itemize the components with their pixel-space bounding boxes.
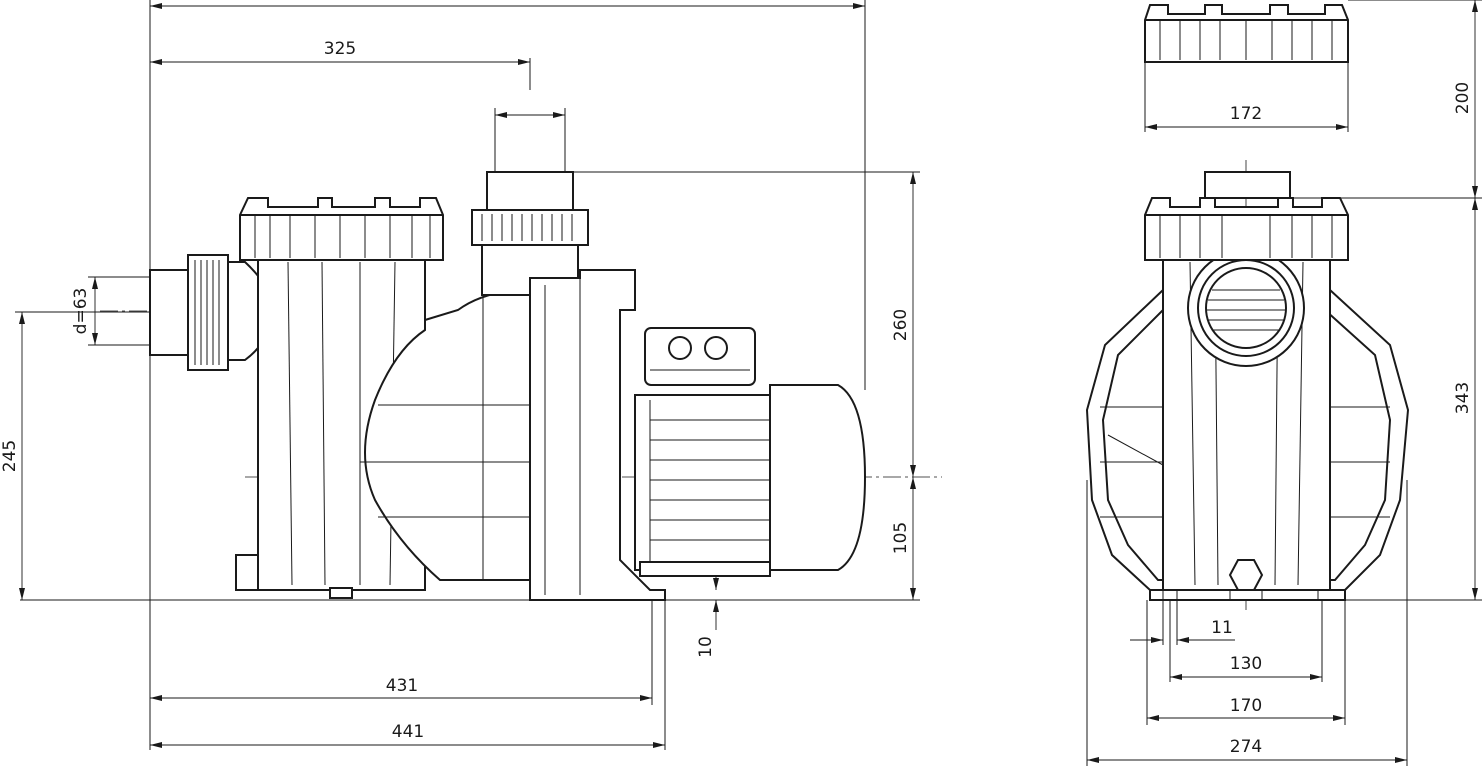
drain-plug [1228, 559, 1264, 591]
dim-105-label: 105 [891, 522, 911, 554]
pump-volute [360, 288, 531, 581]
dim-274-label: 274 [1230, 737, 1262, 757]
dim-172-label: 172 [1230, 104, 1262, 124]
fan-cover [769, 384, 867, 571]
dimension-lines [19, 2, 916, 748]
outlet-connector [471, 171, 589, 296]
base-front [1149, 589, 1346, 601]
dim-200-label: 200 [1453, 82, 1473, 114]
motor [634, 384, 867, 577]
dim-245-label: 245 [0, 440, 20, 472]
extension-lines [15, 0, 920, 750]
dim-343-label: 343 [1453, 382, 1473, 414]
dim-260-label: 260 [891, 309, 911, 341]
side-view: 325 d=63 245 260 105 10 431 441 [0, 0, 942, 750]
dim-325-label: 325 [324, 39, 356, 59]
extension-lines [1086, 0, 1482, 766]
inlet-front [1187, 249, 1305, 367]
dim-10-label: 10 [696, 636, 716, 658]
dim-170-label: 170 [1230, 696, 1262, 716]
dim-130-label: 130 [1230, 654, 1262, 674]
inlet-connector [149, 254, 272, 371]
lid-top-view [1144, 4, 1349, 63]
dim-d63-label: d=63 [71, 288, 91, 335]
dim-441-label: 441 [392, 722, 424, 742]
lid-front [1144, 171, 1349, 261]
front-view: 172 200 343 11 130 170 274 [1085, 0, 1482, 766]
terminal-box [644, 327, 756, 386]
strainer-lid [239, 197, 444, 261]
dimension-lines [1087, 0, 1478, 763]
motor-bracket [529, 269, 666, 601]
dim-11-label: 11 [1211, 618, 1233, 638]
dim-431-label: 431 [386, 676, 418, 696]
